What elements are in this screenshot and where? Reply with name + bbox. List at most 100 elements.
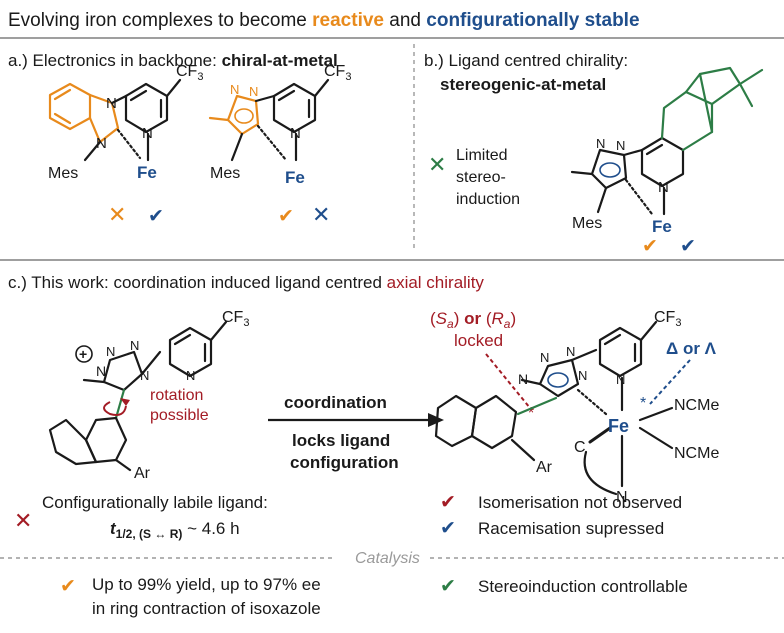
panel-b-label-1: b.) Ligand centred chirality: bbox=[424, 51, 628, 70]
thalf-sub: 1/2, (S ↔ R) bbox=[116, 527, 183, 541]
thalf-t: t bbox=[110, 519, 117, 538]
n-imid2-a1: N bbox=[96, 135, 107, 152]
mark-b-check-orange: ✔ bbox=[642, 236, 658, 257]
hash-b bbox=[624, 178, 654, 216]
structure-c-left bbox=[48, 320, 228, 472]
structure-a2 bbox=[208, 78, 330, 162]
pinene-ring bbox=[660, 90, 714, 152]
limited-cross: ✕ bbox=[428, 152, 446, 177]
ncme-1: NCMe bbox=[674, 397, 719, 414]
mark-b-check-blue: ✔ bbox=[680, 236, 696, 257]
c-naph-bond bbox=[114, 388, 126, 420]
triazole-c-right bbox=[538, 358, 580, 398]
star-metal: * bbox=[640, 395, 646, 412]
labile-cross: ✕ bbox=[14, 508, 32, 533]
fe-a1: Fe bbox=[137, 163, 157, 182]
n-ligand-label: N bbox=[616, 489, 628, 506]
fe-c-wedge bbox=[588, 426, 612, 444]
thalf-val: ~ 4.6 h bbox=[182, 519, 239, 538]
cf3-c-left-sub: 3 bbox=[243, 317, 249, 329]
cf3-bond-a1 bbox=[165, 78, 182, 98]
plus-circle bbox=[75, 345, 93, 363]
cf3-a2-sub: 3 bbox=[345, 71, 351, 83]
title-prefix: Evolving iron complexes to become bbox=[8, 10, 312, 31]
n-tri-a2: N bbox=[230, 82, 239, 97]
cf3-a2-text: CF bbox=[324, 63, 346, 80]
n-pyr-a2: N bbox=[290, 125, 301, 142]
mes-bond-b bbox=[596, 186, 608, 214]
n-c-left-2: N bbox=[106, 344, 115, 359]
limited-line-1: Limited bbox=[456, 147, 508, 164]
pinene-bridge bbox=[684, 66, 742, 106]
cf3-a1-text: CF bbox=[176, 63, 198, 80]
title-stable: configurationally stable bbox=[426, 10, 639, 31]
mark-a-check-blue: ✔ bbox=[148, 206, 164, 227]
arrow-label-bottom-1: locks ligand bbox=[292, 431, 390, 450]
limited-line-3: induction bbox=[456, 191, 520, 208]
n-c-right-3: N bbox=[566, 344, 575, 359]
fe-c-right: Fe bbox=[608, 416, 629, 436]
triazole-a2 bbox=[226, 94, 260, 136]
structure-a1 bbox=[48, 78, 182, 162]
n-tri2-a2: N bbox=[249, 84, 258, 99]
panel-b-label-2: stereogenic-at-metal bbox=[440, 75, 606, 94]
n-pyr-a1: N bbox=[142, 125, 153, 142]
hash-a2 bbox=[256, 124, 288, 162]
delta-lambda-label: Δ or Λ bbox=[666, 339, 717, 358]
panel-a-label-bold: chiral-at-metal bbox=[222, 51, 338, 70]
cf3-c-left-text: CF bbox=[222, 309, 244, 326]
me-bond-c bbox=[82, 378, 106, 384]
n-c-left-3: N bbox=[130, 338, 139, 353]
cf3-a2: CF3 bbox=[324, 63, 351, 83]
thalf-text: t1/2, (S ↔ R) ~ 4.6 h bbox=[110, 519, 240, 541]
rotation-arrowhead bbox=[120, 398, 130, 406]
title-reactive: reactive bbox=[312, 10, 384, 31]
n-c-left-1: N bbox=[96, 363, 106, 379]
n-c-left-4: N bbox=[140, 368, 149, 383]
naph-r-ring-2 bbox=[434, 394, 478, 448]
n-imid-a1: N bbox=[106, 95, 117, 112]
link-a1 bbox=[110, 94, 128, 105]
triazole-c-right-circle bbox=[547, 372, 569, 388]
cf3-c-right: CF3 bbox=[654, 309, 681, 329]
c-ligand-label: C bbox=[574, 439, 586, 456]
ra-r: R bbox=[492, 309, 504, 328]
locked-pointer bbox=[485, 353, 531, 409]
yield-line-2: in ring contraction of isoxazole bbox=[92, 599, 321, 618]
link-c-right bbox=[570, 348, 598, 362]
hash-c-right bbox=[576, 388, 608, 416]
cf3-c-right-sub: 3 bbox=[675, 317, 681, 329]
mes-bond-a2 bbox=[230, 132, 244, 162]
pinene-me1 bbox=[738, 68, 764, 86]
mark-a-check-orange: ✔ bbox=[278, 206, 294, 227]
sa-ra-label: (Sa) or (Ra) bbox=[430, 309, 516, 331]
ncme-2: NCMe bbox=[674, 445, 719, 462]
pyr-c-db1 bbox=[173, 333, 192, 346]
mes-a2: Mes bbox=[210, 165, 240, 182]
ar-c-left: Ar bbox=[134, 465, 151, 482]
triazole-circle-a2 bbox=[234, 108, 254, 124]
pinene-me2 bbox=[738, 82, 754, 108]
cf3-a1: CF3 bbox=[176, 63, 203, 83]
n-c-right-2: N bbox=[540, 350, 549, 365]
rotation-label-2: possible bbox=[150, 407, 209, 424]
n-tri-b1: N bbox=[596, 136, 605, 151]
triazole-b bbox=[590, 148, 628, 190]
n-pyr-c-right: N bbox=[616, 372, 625, 387]
panel-c-label-prefix: c.) This work: coordination induced liga… bbox=[8, 273, 387, 292]
limited-line-2: stereo- bbox=[456, 169, 506, 186]
cn-chelate-arc bbox=[583, 450, 618, 496]
arrow-label-top: coordination bbox=[284, 393, 387, 412]
structure-b bbox=[570, 66, 764, 216]
me-bond-c-right bbox=[520, 378, 542, 386]
sa-sub: a bbox=[447, 317, 454, 331]
n-pyr-c-left: N bbox=[186, 368, 195, 383]
cf3-bond-c-right bbox=[639, 320, 658, 342]
sa-s: S bbox=[436, 309, 448, 328]
naph-ring-2 bbox=[48, 418, 98, 466]
mes-a1: Mes bbox=[48, 165, 78, 182]
fe-a2: Fe bbox=[285, 168, 305, 187]
catalysis-label: Catalysis bbox=[355, 550, 420, 567]
